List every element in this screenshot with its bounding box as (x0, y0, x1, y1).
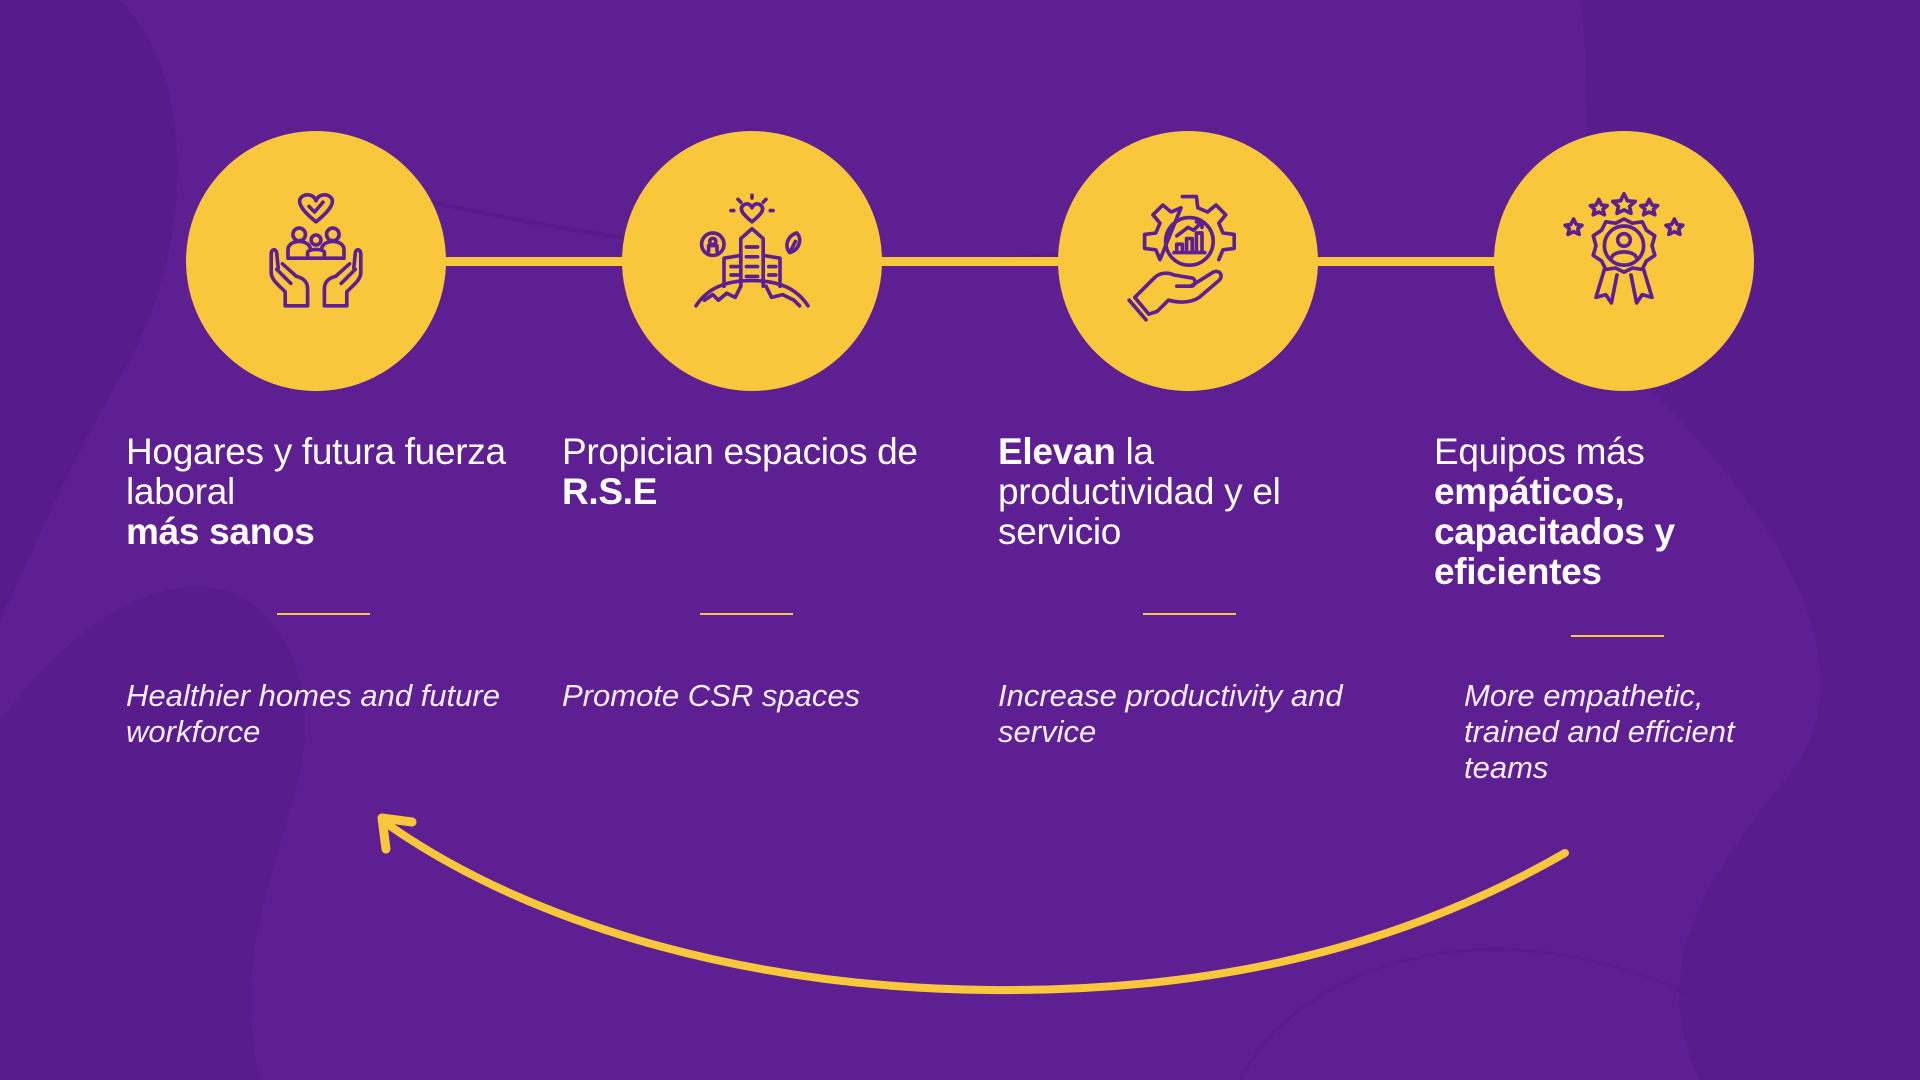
step-4-circle (1494, 131, 1754, 391)
step-3-subtitle: Increase productivity and service (998, 678, 1343, 749)
title-text: la productividad y el servicio (998, 431, 1281, 552)
title-bold-text: R.S.E (562, 471, 658, 512)
gear-hand-growth-icon (1127, 194, 1237, 322)
title-bold-text: más sanos (126, 511, 315, 552)
family-care-hands-icon (269, 193, 363, 308)
step-3-title: Elevan la productividad y el servicio (998, 432, 1378, 552)
csr-city-globe-icon (694, 193, 810, 308)
title-text: Equipos más (1434, 431, 1645, 472)
step-2-subtitle: Promote CSR spaces (562, 678, 861, 713)
step-1-circle (186, 131, 446, 391)
connector-line-3 (1312, 257, 1502, 266)
step-2-title: Propician espacios de R.S.E (562, 432, 942, 512)
connector-line-2 (876, 257, 1066, 266)
step-1-title: Hogares y futura fuerza laboral más sano… (126, 432, 506, 552)
step-2-circle (622, 131, 882, 391)
step-4-divider (1571, 635, 1664, 637)
step-3-circle (1058, 131, 1318, 391)
step-1-divider (277, 613, 370, 615)
step-4-subtitle: More empathetic, trained and efficient t… (1464, 678, 1735, 785)
step-4-title: Equipos más empáticos, capacitados y efi… (1434, 432, 1814, 592)
connector-line-1 (440, 257, 630, 266)
title-bold-text: Elevan (998, 431, 1116, 472)
step-2-divider (700, 613, 793, 615)
title-bold-text: empáticos, capacitados y eficientes (1434, 471, 1675, 592)
step-3-divider (1143, 613, 1236, 615)
title-text: Hogares y futura fuerza laboral (126, 431, 506, 512)
award-badge-stars-icon (1563, 191, 1685, 305)
step-1-subtitle: Healthier homes and future workforce (126, 678, 500, 749)
title-text: Propician espacios de (562, 431, 918, 472)
